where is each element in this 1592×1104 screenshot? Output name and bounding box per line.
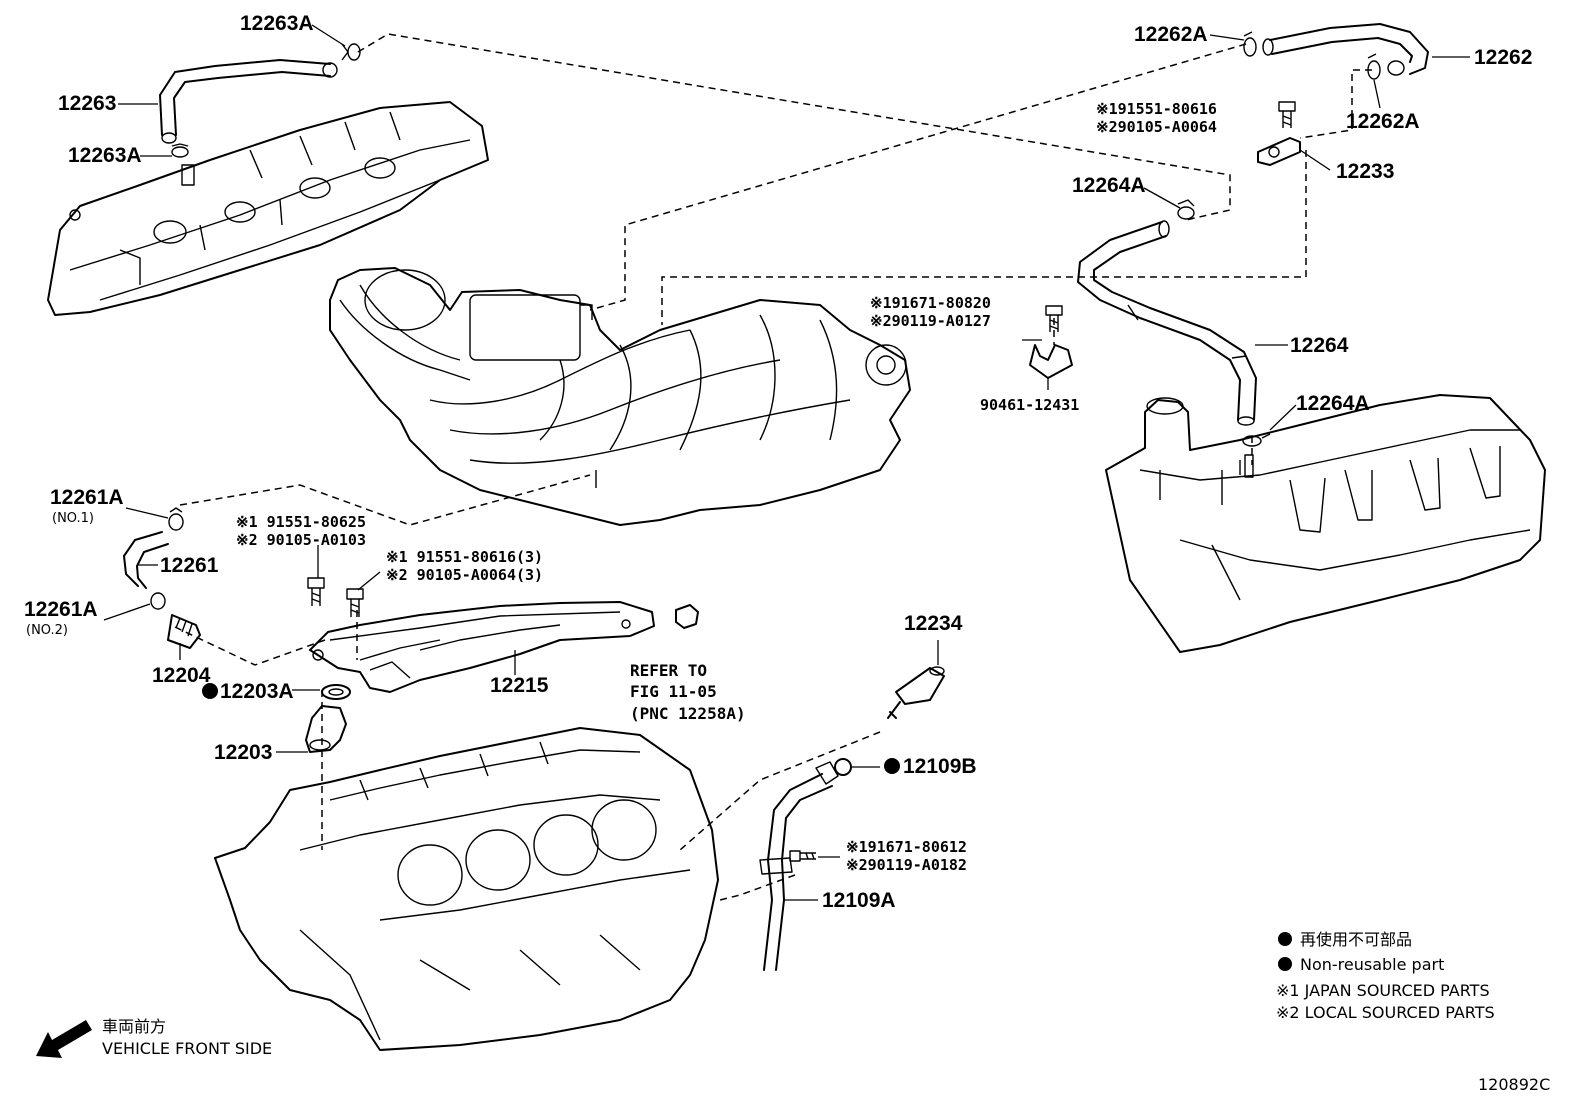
legend-nonreusable-en: Non-reusable part bbox=[1300, 955, 1444, 974]
intake-manifold bbox=[329, 267, 911, 526]
vehicle-front-indicator: 車両前方 VEHICLE FRONT SIDE bbox=[36, 1017, 272, 1058]
label-bolt-12215-set-local: ※2 90105-A0064(3) bbox=[386, 566, 543, 584]
bracket-12233 bbox=[1257, 137, 1301, 166]
label-12263A-bottom: 12263A bbox=[68, 144, 142, 167]
oil-separator-12203 bbox=[305, 705, 347, 753]
hose-12262 bbox=[1262, 23, 1429, 76]
label-12262A-right: 12262A bbox=[1346, 110, 1420, 133]
legend: 再使用不可部品 Non-reusable part ※1 JAPAN SOURC… bbox=[1276, 930, 1495, 1022]
bolt-12215-set bbox=[346, 588, 364, 617]
bolt-12215-single bbox=[307, 577, 325, 606]
label-bolt-12215-japan: ※1 91551-80625 bbox=[236, 513, 366, 531]
label-12109A: 12109A bbox=[822, 889, 896, 912]
legend-note-japan: ※1 JAPAN SOURCED PARTS bbox=[1276, 981, 1490, 1000]
hose-12264 bbox=[1077, 220, 1257, 426]
label-12204: 12204 bbox=[152, 664, 211, 687]
front-label-jp: 車両前方 bbox=[102, 1017, 166, 1036]
label-12261: 12261 bbox=[160, 554, 219, 577]
bolt-12109A bbox=[789, 850, 816, 862]
front-label-en: VEHICLE FRONT SIDE bbox=[102, 1039, 272, 1058]
nonreusable-marker-12109B bbox=[884, 758, 900, 774]
label-12263: 12263 bbox=[58, 92, 116, 115]
front-arrow-icon bbox=[36, 1020, 92, 1058]
pcv-valve-12204 bbox=[167, 614, 201, 649]
label-12233: 12233 bbox=[1336, 160, 1394, 183]
assembly-dashed-lines bbox=[174, 33, 1372, 901]
label-12109B: 12109B bbox=[903, 755, 977, 778]
left-cylinder-head-cover bbox=[47, 101, 489, 316]
legend-nonreusable-jp: 再使用不可部品 bbox=[1300, 930, 1412, 949]
refer-line-3: (PNC 12258A) bbox=[630, 704, 746, 723]
dipstick-guide-12234 bbox=[887, 666, 945, 719]
hose-12261 bbox=[123, 531, 169, 589]
label-90461-12431: 90461-12431 bbox=[980, 396, 1079, 414]
right-cylinder-head-cover bbox=[1105, 394, 1546, 653]
legend-note-local: ※2 LOCAL SOURCED PARTS bbox=[1276, 1003, 1495, 1022]
bolt-12233 bbox=[1278, 101, 1296, 128]
label-12261A-no1: 12261A bbox=[50, 486, 124, 509]
label-bolt-12109A-local: ※290119-A0182 bbox=[846, 856, 967, 874]
clip-12262A-left bbox=[1243, 31, 1257, 57]
gasket-12203A bbox=[321, 684, 351, 700]
hose-12263 bbox=[159, 59, 338, 144]
label-bolt-12233-local: ※290105-A0064 bbox=[1096, 118, 1217, 136]
label-bolt-12109A-japan: ※191671-80612 bbox=[846, 838, 967, 856]
dipstick-tube-12109A bbox=[759, 761, 839, 971]
leader-lines bbox=[103, 24, 1470, 901]
label-12215: 12215 bbox=[490, 674, 549, 697]
label-12264A-bottom: 12264A bbox=[1296, 392, 1370, 415]
refer-line-2: FIG 11-05 bbox=[630, 682, 717, 701]
clip-12262A-right bbox=[1367, 53, 1381, 80]
clip-12263A-bottom bbox=[171, 143, 189, 158]
label-12203A: 12203A bbox=[220, 680, 294, 703]
clip-12264A-top bbox=[1177, 199, 1195, 220]
label-12261A-no2: 12261A bbox=[24, 598, 98, 621]
plug-refer-fig-11-05 bbox=[675, 604, 699, 629]
label-bolt-12215-local: ※2 90105-A0103 bbox=[236, 531, 366, 549]
label-bolt-12215-set-japan: ※1 91551-80616(3) bbox=[386, 548, 543, 566]
legend-marker-jp bbox=[1278, 932, 1292, 946]
label-12263A-top: 12263A bbox=[240, 12, 314, 35]
label-bolt-90461-local: ※290119-A0127 bbox=[870, 312, 991, 330]
nonreusable-marker-12203A bbox=[202, 683, 218, 699]
label-bolt-90461-japan: ※191671-80820 bbox=[870, 294, 991, 312]
legend-marker-en bbox=[1278, 957, 1292, 971]
label-12261A-no1-sub: (NO.1) bbox=[52, 511, 94, 526]
clip-12261A-no2 bbox=[150, 592, 166, 610]
refer-line-1: REFER TO bbox=[630, 661, 707, 680]
label-12264: 12264 bbox=[1290, 334, 1349, 357]
clip-12263A-top bbox=[341, 43, 361, 61]
label-12203: 12203 bbox=[214, 741, 272, 764]
clip-12261A-no1 bbox=[168, 507, 184, 531]
o-ring-12109B bbox=[834, 758, 852, 776]
figure-code: 120892C bbox=[1478, 1075, 1550, 1094]
bolt-90461 bbox=[1045, 305, 1063, 332]
label-bolt-12233-japan: ※191551-80616 bbox=[1096, 100, 1217, 118]
label-12262: 12262 bbox=[1474, 46, 1532, 69]
clamp-90461-12431 bbox=[1029, 344, 1073, 379]
label-12234: 12234 bbox=[904, 612, 963, 635]
label-12261A-no2-sub: (NO.2) bbox=[26, 623, 68, 638]
baffle-plate-12215 bbox=[309, 601, 655, 693]
label-12264A-top: 12264A bbox=[1072, 174, 1146, 197]
cylinder-block bbox=[214, 727, 719, 1051]
label-12262A-left: 12262A bbox=[1134, 23, 1208, 46]
